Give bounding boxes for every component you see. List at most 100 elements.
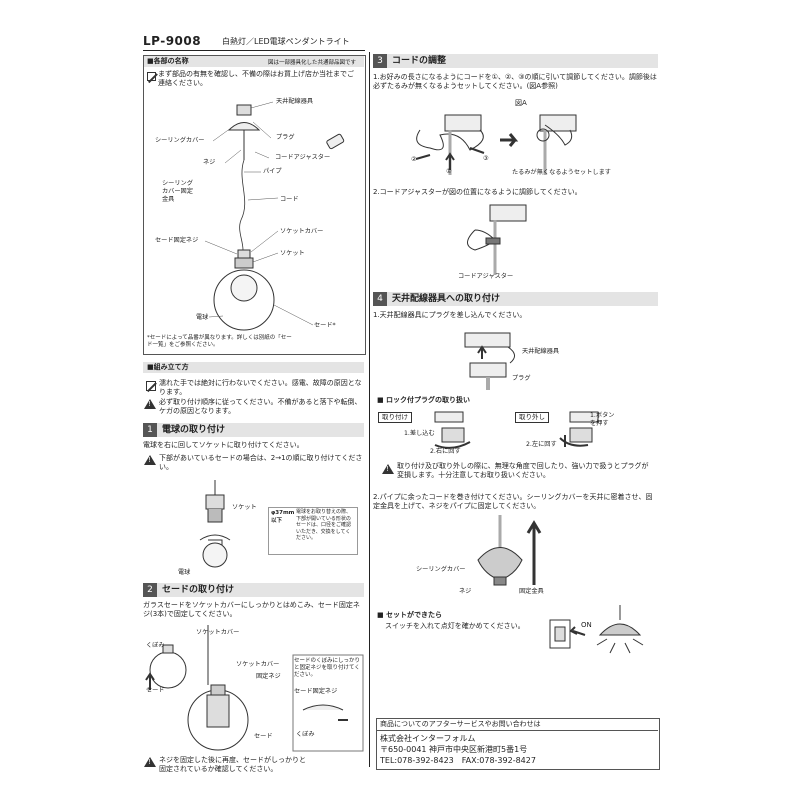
label-step2-socket-cover-2: ソケットカバー — [236, 661, 280, 668]
contact-address: 〒650-0041 神戸市中央区新港町5番1号 — [380, 745, 528, 754]
label-ceiling-fixture: 天井配線器具 — [276, 98, 314, 105]
step3-number: 3 — [373, 54, 387, 68]
label-bulb: 電球 — [196, 314, 209, 321]
switch-on-label: ON — [581, 621, 592, 629]
prohibited-icon — [146, 381, 156, 391]
label-shade: セード* — [314, 322, 336, 329]
contact-heading: 商品についてのアフターサービスやお問い合わせは — [380, 720, 541, 728]
label-step2-shade: セード — [146, 687, 165, 694]
cord-pull-1: ① — [446, 168, 452, 175]
warning-icon — [144, 455, 156, 465]
step4-text2: 2.パイプに余ったコードを巻き付けてください。シーリングカバーを天井に密着させ、… — [373, 493, 653, 510]
assembly-warn-2: 必ず取り付け順序に従ってください。不備があると落下や転倒、ケガの原因となります。 — [159, 398, 362, 415]
contact-phone: TEL:078-392-8423 FAX:078-392-8427 — [380, 756, 536, 765]
bulb-spec-size: φ37mm以下 — [271, 510, 295, 524]
step3-text2: 2.コードアジャスターが図の位置になるように調節してください。 — [373, 188, 582, 196]
step4-number: 4 — [373, 292, 387, 306]
label-step4-plug: プラグ — [512, 375, 531, 382]
assembly-warn-1: 濡れた手では絶対に行わないでください。感電、故障の原因となります。 — [159, 379, 362, 396]
header-rule — [143, 50, 365, 51]
ceiling-cover-diagram — [477, 515, 542, 586]
step2-warn: ネジを固定した後に再度、セードがしっかりと固定されているか確認してください。 — [159, 756, 306, 773]
label-step4-fixture: 天井配線器具 — [522, 348, 560, 355]
label-socket-cover: ソケットカバー — [280, 228, 324, 235]
label-fixing-bracket: シーリングカバー固定金具 — [162, 180, 193, 203]
contact-company: 株式会社インターフォルム — [380, 734, 476, 743]
step2-header — [143, 583, 364, 597]
assembly-title: ■組み立て方 — [147, 363, 189, 371]
label-step2-shade-2: セード — [254, 733, 273, 740]
model-number: LP-9008 — [143, 34, 202, 48]
slack-note: たるみが無くなるようセットします — [512, 169, 611, 176]
switch-lamp-diagram — [549, 605, 644, 654]
label-step1-bulb: 電球 — [178, 569, 191, 576]
label-step1-socket: ソケット — [232, 504, 257, 511]
step3-header — [373, 54, 658, 68]
step1-header — [143, 423, 364, 437]
product-name: 白熱灯／LED電球ペンダントライト — [222, 37, 350, 46]
label-shade-screw: セード固定ネジ — [155, 237, 199, 244]
label-ceiling-cover: シーリングカバー — [155, 137, 205, 144]
parts-title: ■各部の名称 — [147, 57, 189, 65]
bulb-diagram — [199, 480, 231, 568]
label-step4-ceiling-cover: シーリングカバー — [416, 566, 466, 573]
warning-icon — [382, 464, 394, 474]
detach-step1: 1.ボタンを押す — [590, 412, 615, 427]
contact-heading-bar — [377, 719, 658, 731]
label-cord: コード — [280, 196, 299, 203]
label-pipe: パイプ — [263, 168, 282, 175]
done-title: ■ セットができたら — [377, 611, 443, 619]
label-step2-recess: くぼみ — [146, 642, 165, 649]
parts-note: 図は一部器具化した共通部品図です — [268, 60, 357, 66]
cord-pull-2: ② — [411, 156, 417, 163]
step2-number: 2 — [143, 583, 157, 597]
warning-icon — [144, 399, 156, 409]
column-divider — [369, 52, 370, 767]
prohibited-icon — [147, 72, 156, 81]
label-plug: プラグ — [276, 134, 295, 141]
attach-step1: 1.差し込む — [404, 430, 435, 437]
cord-pull-3: ③ — [483, 155, 489, 162]
parts-intro: まず部品の有無を確認し、不備の際はお買上げ店か当社までご連絡ください。 — [158, 70, 354, 87]
lock-plug-diagram — [434, 411, 599, 449]
step1-warn: 下部があいているセードの場合は、2→1の順に取り付けてください。 — [159, 454, 363, 471]
parts-box — [143, 55, 366, 355]
step2-text: ガラスセードをソケットカバーにしっかりとはめこみ、セード固定ネジ(3本)で固定し… — [143, 601, 360, 618]
label-screw: ネジ — [203, 159, 216, 166]
cord-adjust-diagram — [415, 114, 577, 175]
label-socket: ソケット — [280, 250, 305, 257]
adjuster-diagram — [467, 204, 527, 275]
label-step2-shade-screw: セード固定ネジ — [294, 688, 338, 695]
step4-text1: 1.天井配線器具にプラグを差し込んでください。 — [373, 311, 527, 319]
pendant-diagram — [204, 101, 345, 331]
step1-title: 電球の取り付け — [162, 425, 226, 435]
step3-title: コードの調整 — [392, 56, 447, 66]
label-step2-recess-2: くぼみ — [296, 731, 315, 738]
step4-header — [373, 292, 658, 306]
assembly-header-bar — [143, 362, 364, 373]
bulb-spec-text: 電球をお取り替えの際、下部が開いている形状のセードは、口径をご確認いただき、交換… — [296, 509, 352, 541]
lock-plug-warn: 取り付け及び取り外しの際に、無理な角度で回したり、強い力で扱うとプラグが変損しま… — [397, 462, 649, 479]
detach-step2: 2.左に回す — [526, 441, 557, 448]
shade-diagram — [145, 625, 364, 752]
label-step3-adjuster: コードアジャスター — [458, 273, 514, 280]
done-text: スイッチを入れて点灯を確かめてください。 — [385, 622, 525, 630]
label-step2-fix-screw: 固定ネジ — [256, 673, 281, 680]
label-step4-screw: ネジ — [459, 588, 472, 595]
label-step4-bracket: 固定金具 — [519, 588, 544, 595]
label-adjuster: コードアジャスター — [275, 154, 331, 161]
lock-plug-title: ■ ロック付プラグの取り扱い — [377, 396, 471, 404]
parts-footnote: *セードによって品番が異なります。詳しくは別紙の「セード一覧」をご参照ください。 — [147, 335, 292, 348]
figure-a-label: 図A — [515, 99, 527, 107]
step3-text1: 1.お好みの長さになるようにコードを①、②、③の順に引いて調節してください。調節… — [373, 73, 657, 90]
parts-header-bar — [144, 56, 364, 67]
label-step2-socket-cover: ソケットカバー — [196, 629, 240, 636]
step1-number: 1 — [143, 423, 157, 437]
plug-insert-diagram — [464, 332, 515, 390]
attach-step2: 2.右に回す — [430, 448, 461, 455]
contact-box — [376, 718, 660, 770]
bulb-spec-box — [268, 507, 358, 555]
step4-title: 天井配線器具への取り付け — [392, 294, 501, 304]
detach-tag: 取り外し — [515, 412, 549, 423]
step2-title: セードの取り付け — [162, 585, 235, 595]
